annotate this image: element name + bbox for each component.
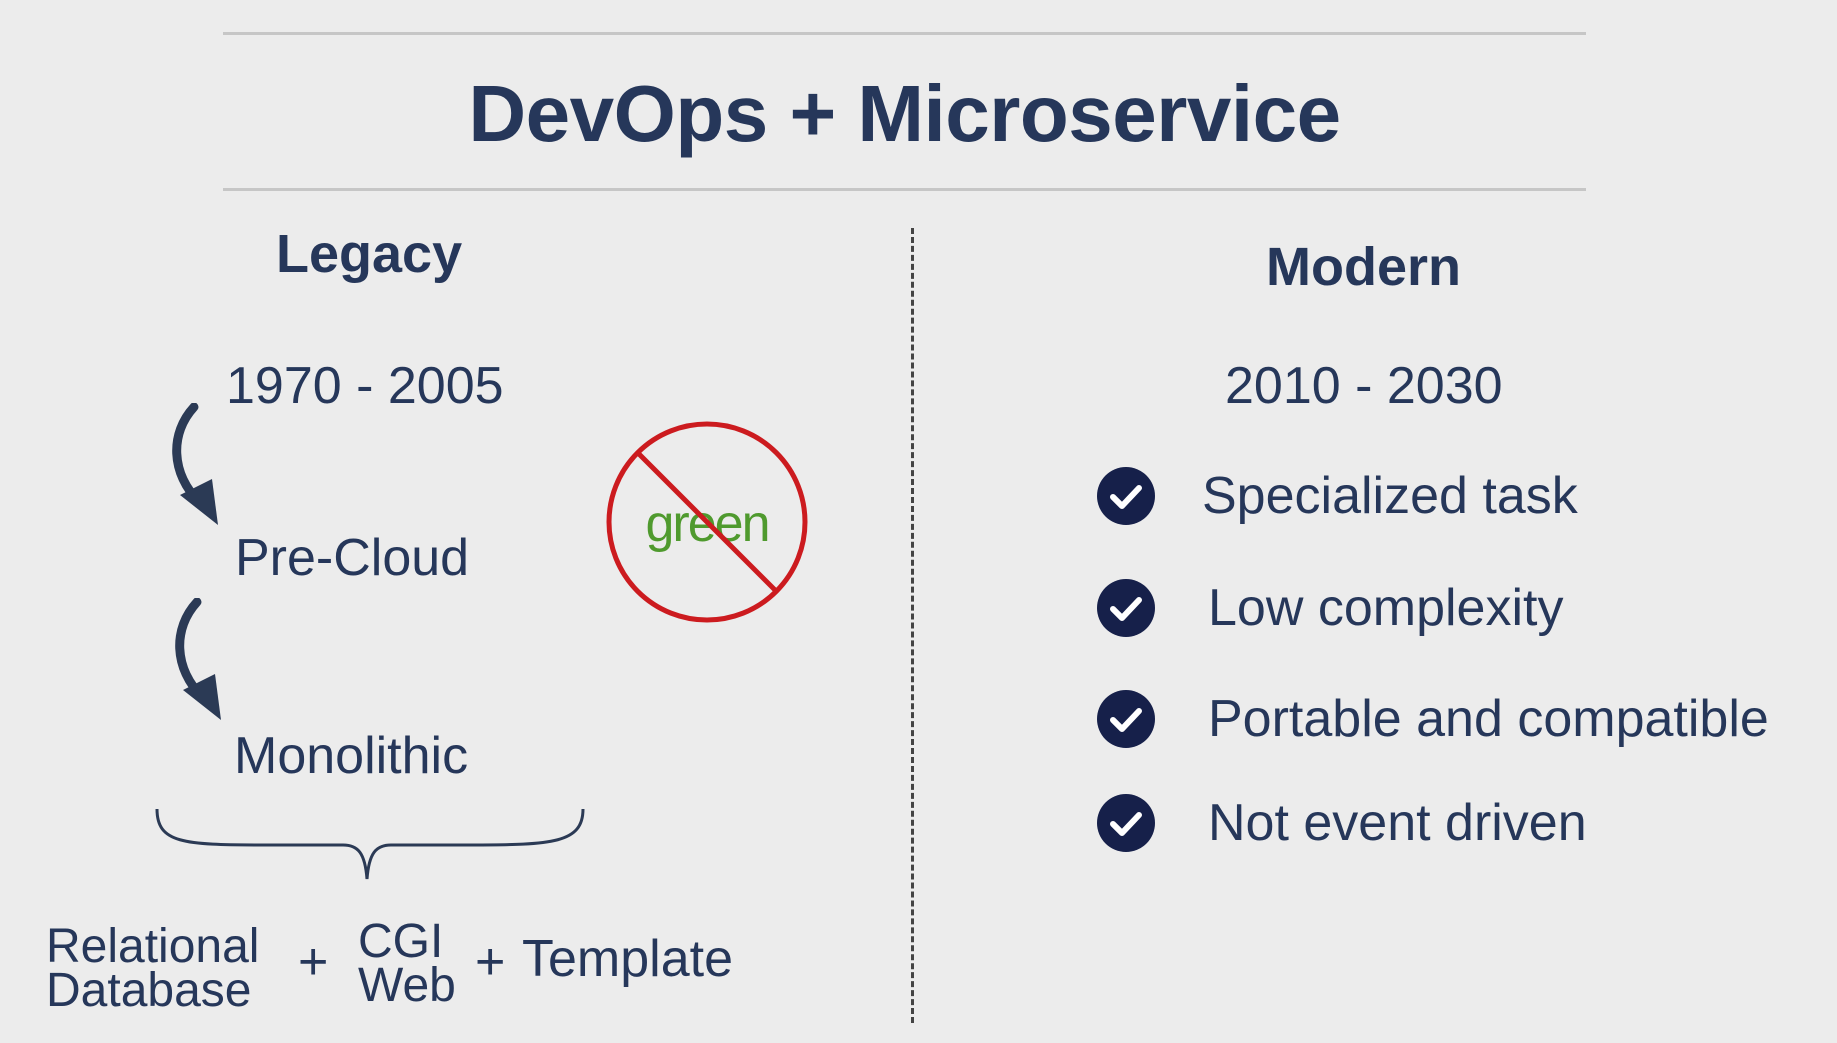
- title-underline: [223, 188, 1586, 191]
- modern-item-label: Portable and compatible: [1208, 690, 1769, 748]
- modern-item: Specialized task: [1096, 465, 1578, 527]
- curved-arrow-down-icon: [175, 598, 221, 720]
- modern-item-label: Low complexity: [1208, 579, 1564, 637]
- modern-item-label: Specialized task: [1202, 467, 1578, 525]
- component-line: Relational: [46, 920, 260, 973]
- curly-brace-icon: [155, 808, 585, 880]
- check-circle-icon: [1097, 579, 1155, 637]
- modern-years: 2010 - 2030: [1225, 357, 1503, 415]
- legacy-years: 1970 - 2005: [226, 357, 504, 415]
- pre-cloud-label: Pre-Cloud: [235, 529, 470, 587]
- modern-heading: Modern: [1266, 237, 1461, 297]
- modern-item: Low complexity: [1096, 577, 1563, 639]
- check-circle-icon: [1097, 690, 1155, 748]
- modern-item: Not event driven: [1096, 792, 1587, 854]
- component-cgi-web: CGI Web: [358, 915, 456, 1012]
- component-relational-database: Relational Database: [46, 920, 260, 1017]
- slide-title: DevOps + Microservice: [468, 69, 1341, 158]
- monolithic-label: Monolithic: [234, 727, 469, 785]
- component-template: Template: [522, 930, 733, 988]
- prohibition-circle-icon: [606, 421, 808, 623]
- component-line: Database: [46, 964, 252, 1017]
- no-green-sign: green: [605, 420, 809, 624]
- plus-sign: +: [475, 933, 506, 991]
- component-line: CGI: [358, 915, 444, 968]
- curved-arrow-down-icon: [172, 403, 218, 525]
- prohibition-slash-icon: [635, 450, 779, 594]
- plus-sign: +: [298, 933, 329, 991]
- column-divider: [911, 228, 914, 1023]
- component-line: Web: [358, 959, 456, 1012]
- modern-item-label: Not event driven: [1208, 794, 1587, 852]
- check-circle-icon: [1097, 467, 1155, 525]
- check-circle-icon: [1097, 794, 1155, 852]
- top-rule: [223, 32, 1586, 35]
- legacy-heading: Legacy: [276, 224, 463, 284]
- modern-item: Portable and compatible: [1096, 688, 1769, 750]
